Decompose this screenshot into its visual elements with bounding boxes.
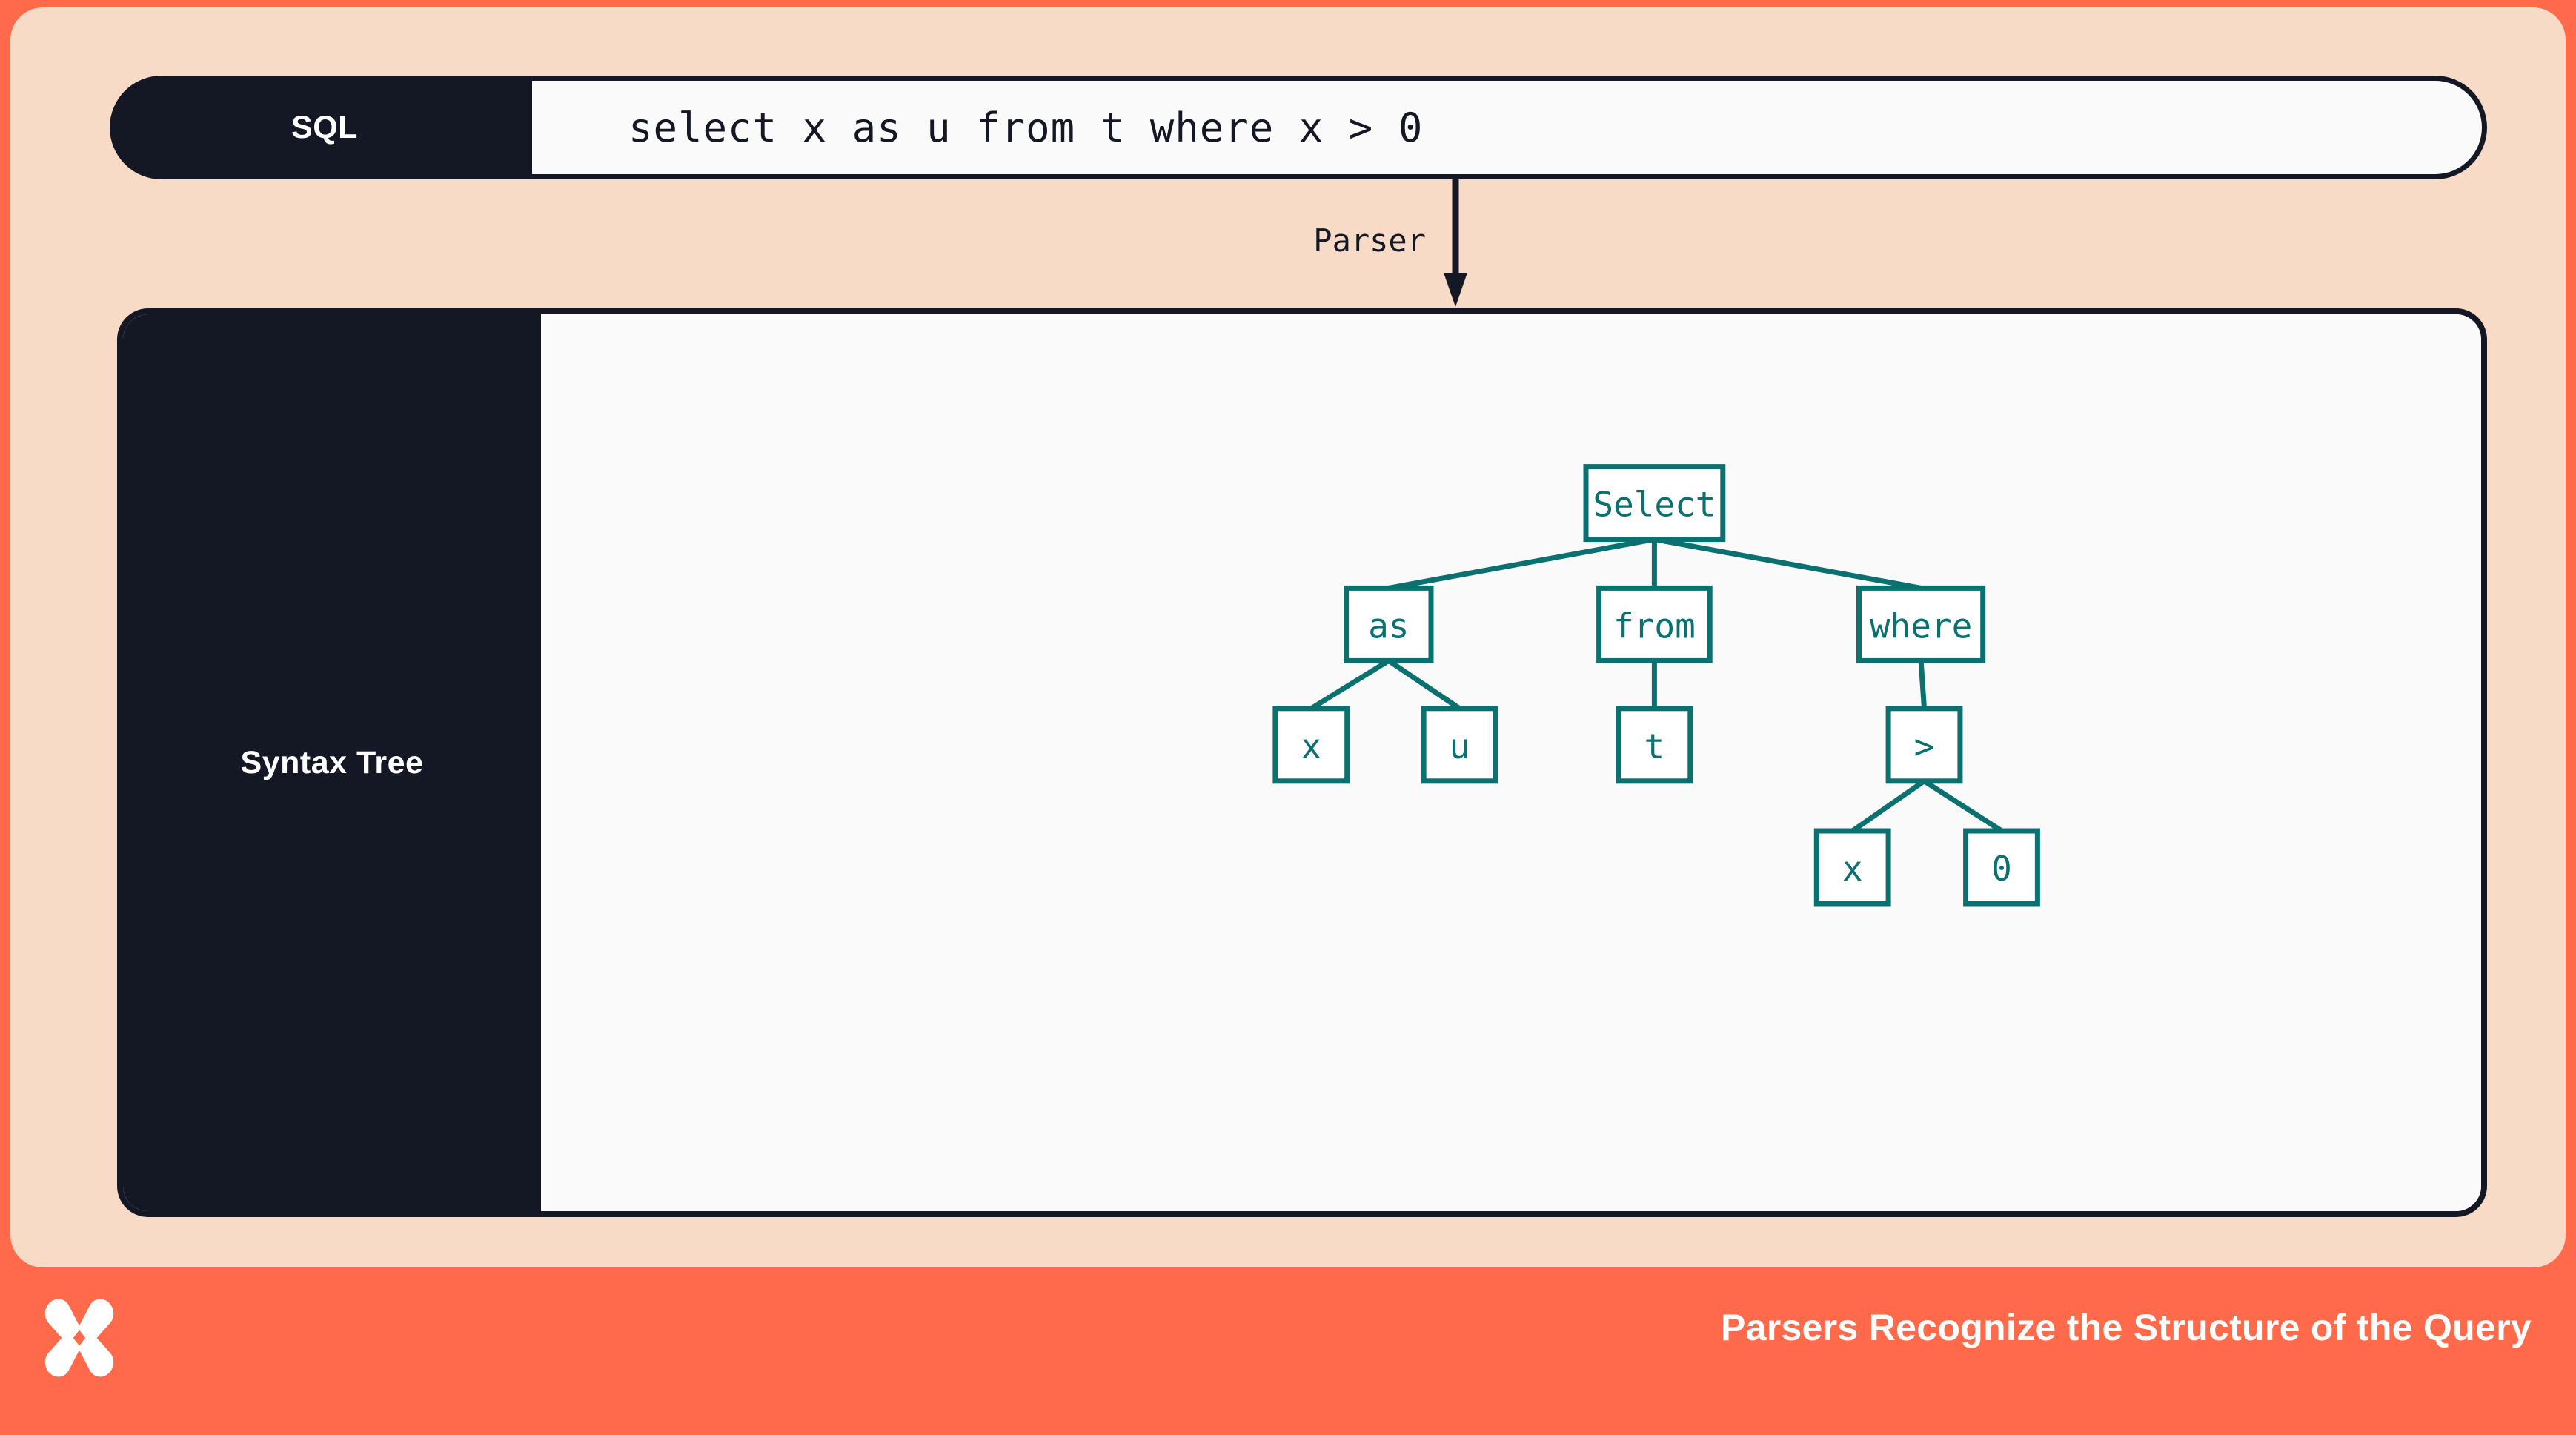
tree-node-box (1813, 828, 1891, 907)
tree-node-box (1885, 706, 1963, 784)
tree-node-label: x (1842, 849, 1863, 889)
tree-edge (1918, 660, 1927, 709)
tree-node-box (1963, 828, 2040, 907)
footer-caption: Parsers Recognize the Structure of the Q… (1720, 1307, 2532, 1348)
tree-node-box (1596, 585, 1713, 663)
footer-bar: Parsers Recognize the Structure of the Q… (0, 1267, 2576, 1435)
tree-edge (1388, 537, 1656, 591)
tree-node[interactable]: > (1885, 706, 1963, 784)
tree-node[interactable]: x (1813, 828, 1891, 907)
tree-node-label: from (1613, 606, 1696, 646)
tree-node[interactable]: x (1272, 706, 1350, 784)
tree-node[interactable]: where (1856, 585, 1986, 663)
tree-node-label: as (1368, 606, 1409, 646)
syntax-tree-label-panel: Syntax Tree (123, 314, 541, 1211)
sql-label-text: SQL (291, 109, 358, 145)
tree-node-box (1856, 585, 1986, 663)
tree-node-box (1583, 464, 1726, 543)
tree-edge (1387, 658, 1461, 711)
sql-query-field[interactable]: select x as u from t where x > 0 (532, 76, 2487, 179)
syntax-tree-graph: Select as from where x u t > x 0 (1272, 464, 2040, 907)
tree-node-label: > (1914, 726, 1935, 766)
tree-node-label: where (1870, 606, 1972, 646)
sql-row: SQL select x as u from t where x > 0 (110, 76, 2487, 179)
tree-node[interactable]: u (1421, 706, 1498, 784)
tree-edge (1850, 778, 1926, 833)
syntax-tree-card: Syntax Tree Select as from where x u t > x 0 (117, 308, 2487, 1217)
four-point-star-logo-icon (44, 1299, 114, 1377)
tree-node-box (1344, 585, 1434, 663)
syntax-tree-label-text: Syntax Tree (240, 744, 424, 781)
sql-label-pill: SQL (110, 76, 540, 179)
tree-node[interactable]: as (1344, 585, 1434, 663)
tree-node-box (1272, 706, 1350, 784)
tree-node-label: Select (1593, 485, 1716, 525)
tree-node-label: u (1450, 726, 1470, 766)
tree-node[interactable]: t (1616, 706, 1693, 784)
tree-edge (1922, 778, 2003, 833)
tree-node[interactable]: Select (1583, 464, 1726, 543)
arrow-down-icon (1444, 176, 1467, 307)
syntax-tree-canvas: Select as from where x u t > x 0 (541, 314, 2481, 1211)
tree-node[interactable]: 0 (1963, 828, 2040, 907)
parser-label: Parser (1313, 222, 1426, 259)
tree-edge (1309, 658, 1390, 711)
tree-node-label: t (1644, 726, 1665, 766)
tree-node-box (1421, 706, 1498, 784)
tree-node-label: x (1301, 726, 1321, 766)
tree-node[interactable]: from (1596, 585, 1713, 663)
sql-query-text: select x as u from t where x > 0 (628, 104, 1424, 151)
tree-edge (1653, 537, 1922, 591)
tree-node-box (1616, 706, 1693, 784)
tree-node-label: 0 (1991, 849, 2012, 889)
content-card: SQL select x as u from t where x > 0 Par… (10, 7, 2566, 1267)
